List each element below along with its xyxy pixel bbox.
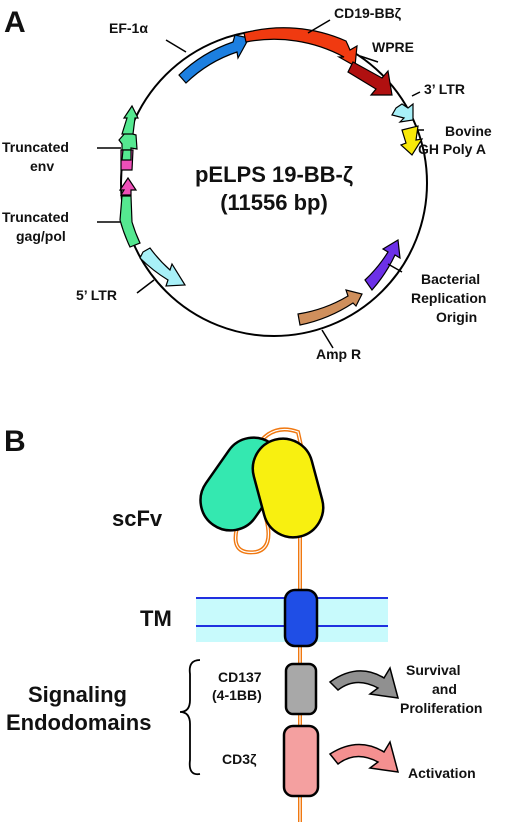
endodomain-brace xyxy=(179,659,201,776)
label-ltr5: 5’ LTR xyxy=(76,287,117,303)
truncated-gag-pol-segment xyxy=(119,195,141,248)
cd19-leader xyxy=(307,19,331,34)
bacterial-origin-segment xyxy=(364,239,401,291)
label-bact-2: Replication xyxy=(411,290,486,306)
label-wpre: WPRE xyxy=(372,39,414,55)
gag-top-segment xyxy=(121,149,132,161)
amp-r-segment xyxy=(297,289,363,326)
label-scfv: scFv xyxy=(112,506,163,531)
label-proliferation: Proliferation xyxy=(400,700,482,716)
label-trunc-env-2: env xyxy=(30,158,54,174)
label-bovine-1: Bovine xyxy=(445,123,492,139)
label-survival: Survival xyxy=(406,662,460,678)
label-bact-1: Bacterial xyxy=(421,271,480,287)
panel-a-letter: A xyxy=(4,6,26,39)
label-amp-r: Amp R xyxy=(316,346,361,362)
ltr5-segment xyxy=(139,247,187,287)
transmembrane-domain xyxy=(283,588,319,648)
label-trunc-gag-2: gag/pol xyxy=(16,228,66,244)
label-signaling: Signaling xyxy=(28,682,127,707)
ampr-leader xyxy=(321,329,334,349)
cd137-domain xyxy=(284,662,318,716)
bact-leader xyxy=(387,263,403,273)
wpre-segment xyxy=(347,61,393,96)
ef1a-leader xyxy=(165,39,187,53)
label-cd19-bbz: CD19-BBζ xyxy=(334,5,402,21)
cd19-bbz-segment xyxy=(243,27,358,67)
wpre-leader xyxy=(359,55,379,63)
env-arrow-segment xyxy=(121,104,139,135)
label-4-1bb: (4-1BB) xyxy=(212,687,262,703)
ltr3-leader xyxy=(411,91,421,97)
cd3z-domain xyxy=(282,724,320,798)
label-trunc-gag-1: Truncated xyxy=(2,209,69,225)
linker-highlight xyxy=(235,428,303,822)
label-activation: Activation xyxy=(408,765,476,781)
activation-arrow xyxy=(328,740,400,773)
label-bovine-2: GH Poly A xyxy=(418,141,486,157)
plasmid-name: pELPS 19-BB-ζ xyxy=(195,162,353,187)
ef1a-segment xyxy=(178,34,250,84)
label-cd3z: CD3ζ xyxy=(222,751,257,767)
label-bact-3: Origin xyxy=(436,309,477,325)
label-tm: TM xyxy=(140,606,172,631)
label-trunc-env-1: Truncated xyxy=(2,139,69,155)
env-pink-arrow xyxy=(118,176,138,196)
label-and: and xyxy=(432,681,457,697)
label-cd137: CD137 xyxy=(218,669,262,685)
ltr5-leader xyxy=(136,279,155,294)
label-ltr3: 3’ LTR xyxy=(424,81,465,97)
bovine-polya-segment xyxy=(399,125,424,156)
ltr3-segment xyxy=(391,102,414,123)
survival-arrow xyxy=(328,666,400,699)
panel-b-letter: B xyxy=(4,425,26,458)
label-ef1a: EF-1α xyxy=(109,20,148,36)
label-endodomains: Endodomains xyxy=(6,710,151,735)
plasmid-size: (11556 bp) xyxy=(220,190,328,215)
scfv-light-chain xyxy=(251,437,325,539)
